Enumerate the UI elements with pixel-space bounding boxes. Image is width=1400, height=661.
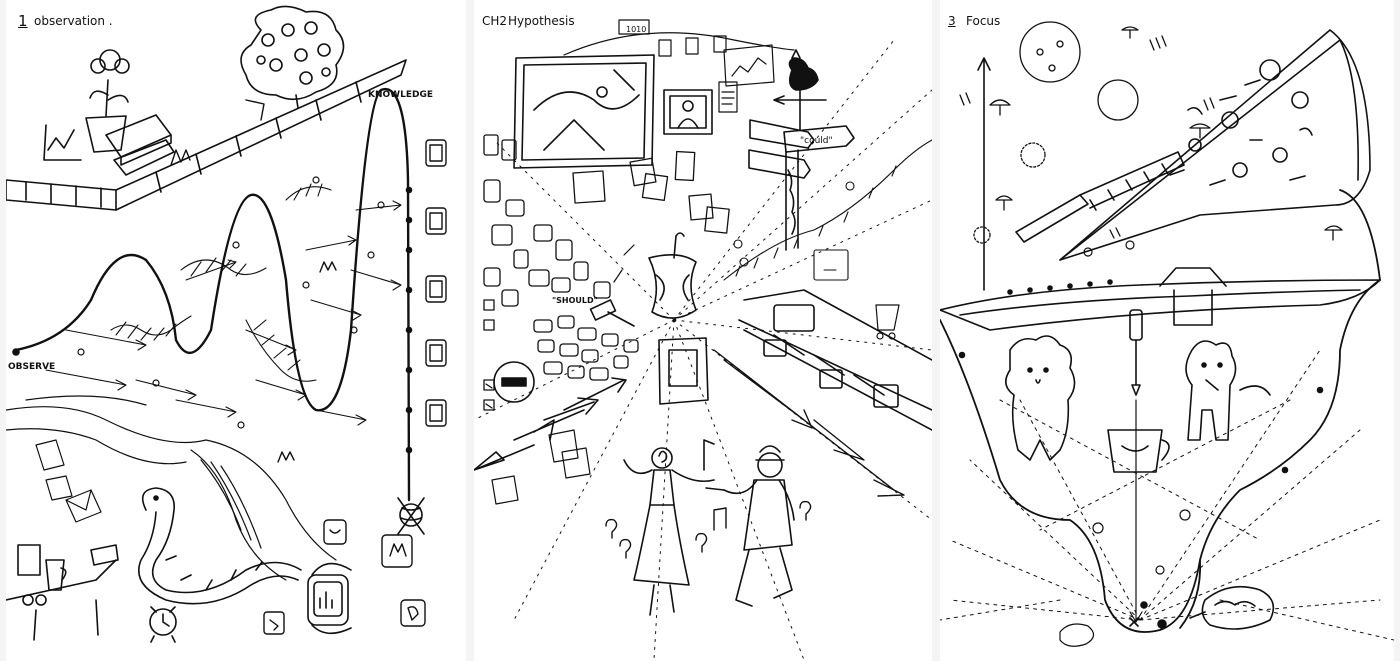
knitting-icon	[397, 497, 425, 535]
panel-gutter-2	[932, 0, 940, 661]
coffee-cup-icon	[6, 544, 119, 641]
map-board-icon	[513, 54, 655, 169]
door-card	[658, 337, 709, 405]
portrait-frame	[663, 89, 713, 135]
weathervane-icon	[773, 49, 827, 131]
launch-arrows	[474, 377, 627, 471]
arrow-field	[45, 200, 402, 426]
page-margin-left	[0, 0, 6, 661]
gavel-icon	[589, 299, 635, 327]
mug-icon	[1107, 429, 1170, 473]
knife-icon	[1015, 151, 1185, 243]
observation-points	[77, 176, 385, 429]
pizza-icon	[1059, 29, 1371, 261]
funnel-dots	[958, 351, 1324, 629]
paper-sheets	[491, 244, 635, 505]
panel-3-title: Focus	[966, 14, 1001, 28]
scattered-notes	[35, 439, 102, 523]
screwdriver-icon	[1129, 309, 1143, 396]
apple-core-icon	[648, 232, 697, 319]
squiggle-marks	[170, 99, 337, 463]
mushroom-icons	[989, 26, 1343, 241]
hanging-notes	[563, 19, 795, 113]
learning-curve	[14, 87, 411, 502]
panel-3-number: 3	[948, 14, 956, 28]
knowledge-dots	[12, 186, 413, 454]
observe-label: OBSERVE	[8, 362, 56, 372]
book-stack-icon	[105, 114, 175, 176]
panel-2-title: Hypothesis	[508, 14, 575, 28]
pebble-icon	[1059, 623, 1095, 647]
focus-line	[1129, 399, 1143, 627]
right-arrows	[713, 349, 905, 497]
dog-icon	[1005, 335, 1076, 461]
could-label: "could"	[800, 136, 833, 146]
panel-1-title: observation .	[34, 14, 113, 28]
coil-shapes	[110, 183, 332, 382]
conveyor-belt	[738, 289, 932, 431]
nut-markers	[1083, 240, 1191, 575]
dancers-icon	[623, 445, 795, 616]
flower-pot-icon	[85, 49, 130, 153]
dashed-rays	[940, 349, 1394, 641]
string-band	[940, 267, 1381, 331]
code-note-label: 1010	[626, 25, 647, 34]
panel-gutter-1	[466, 0, 474, 661]
page-margin-right	[1394, 0, 1400, 661]
question-marks	[605, 439, 812, 559]
poodle-icon	[1185, 340, 1271, 441]
panel-hypothesis: CH2 Hypothesis 1010 "could" "SHOULD"	[474, 0, 932, 661]
stop-sign-icon	[493, 361, 535, 403]
snake-icon	[138, 487, 302, 605]
fabric-drape	[6, 395, 337, 581]
knowledge-label: KNOWLEDGE	[368, 90, 433, 100]
alarm-clock-icon	[149, 606, 177, 643]
panel-observation: 1 observation . OBSERVE KNOWLEDGE	[6, 0, 466, 661]
focus-funnel	[940, 189, 1381, 633]
mini-chart-doodle	[43, 124, 82, 161]
watch-icon	[307, 562, 352, 635]
floating-cards	[572, 150, 730, 234]
shopping-cart-icon	[875, 304, 900, 340]
panel-focus: 3 Focus	[940, 0, 1394, 661]
chart-sheet	[723, 44, 775, 87]
perspective-rays	[474, 39, 932, 661]
bottom-tiles	[263, 519, 426, 635]
tick-marks	[959, 35, 1215, 239]
tile-collage	[483, 134, 639, 411]
stone-wall	[6, 59, 407, 211]
grassy-hill	[723, 139, 932, 281]
panel-1-number: 1	[18, 12, 28, 30]
should-label: "SHOULD"	[552, 296, 598, 305]
dot-row	[1007, 279, 1113, 295]
panel-2-number: CH2	[482, 14, 508, 28]
focus-axes	[977, 57, 991, 291]
tree-icon	[240, 5, 345, 109]
tile-column	[425, 139, 447, 427]
signpost-icon	[748, 119, 855, 251]
walnut-icon	[1189, 585, 1275, 630]
moon-circles	[973, 21, 1139, 244]
